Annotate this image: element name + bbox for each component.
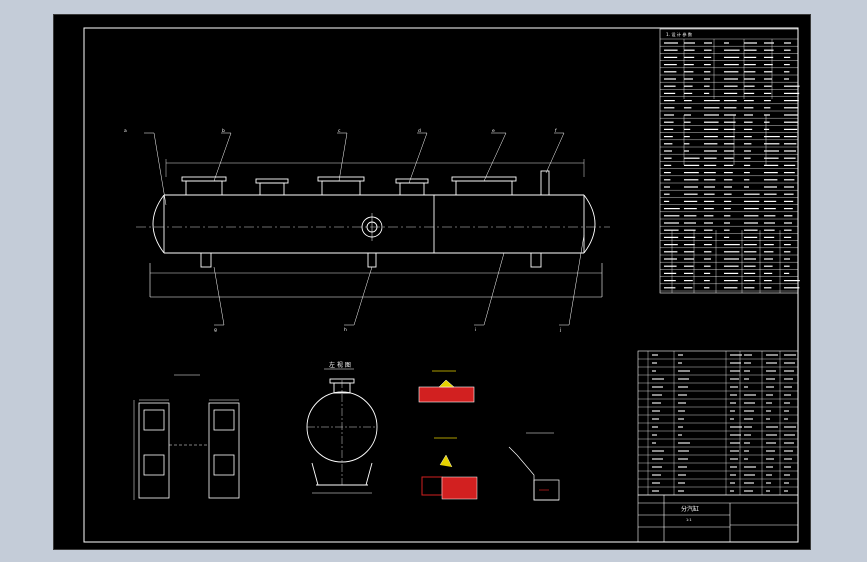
part-label: g	[214, 328, 217, 333]
part-label: h	[344, 327, 347, 333]
weld-detail-2	[421, 437, 478, 500]
weld-detail-1	[418, 370, 475, 403]
drawing-sheet: a b c d e f g h i j	[53, 14, 811, 550]
drawing-canvas: a b c d e f g h i j	[83, 27, 800, 543]
part-label: i	[475, 327, 476, 333]
drawing-main-title: 分汽缸	[681, 505, 699, 513]
parts-list-table	[637, 350, 799, 496]
part-label: f	[555, 128, 557, 134]
tech-table-title: 1. 设 计 参 数	[666, 31, 693, 38]
weld-detail-3	[508, 432, 560, 501]
support-detail-view	[133, 374, 240, 500]
part-label: j	[559, 327, 561, 333]
top-nozzles	[181, 170, 550, 196]
left-view-title: 左 视 图	[329, 361, 351, 369]
part-label: e	[492, 129, 495, 134]
part-labels: a b c d e f g h i j	[124, 128, 561, 333]
technical-data-table	[659, 28, 800, 294]
part-label: c	[338, 129, 341, 134]
title-block	[637, 494, 799, 543]
part-label: d	[418, 128, 421, 134]
vessel-elevation	[136, 132, 610, 326]
end-view	[306, 368, 378, 494]
part-label: a	[124, 129, 127, 134]
part-label: b	[222, 128, 225, 134]
drawing-scale: 1:1	[686, 518, 692, 522]
